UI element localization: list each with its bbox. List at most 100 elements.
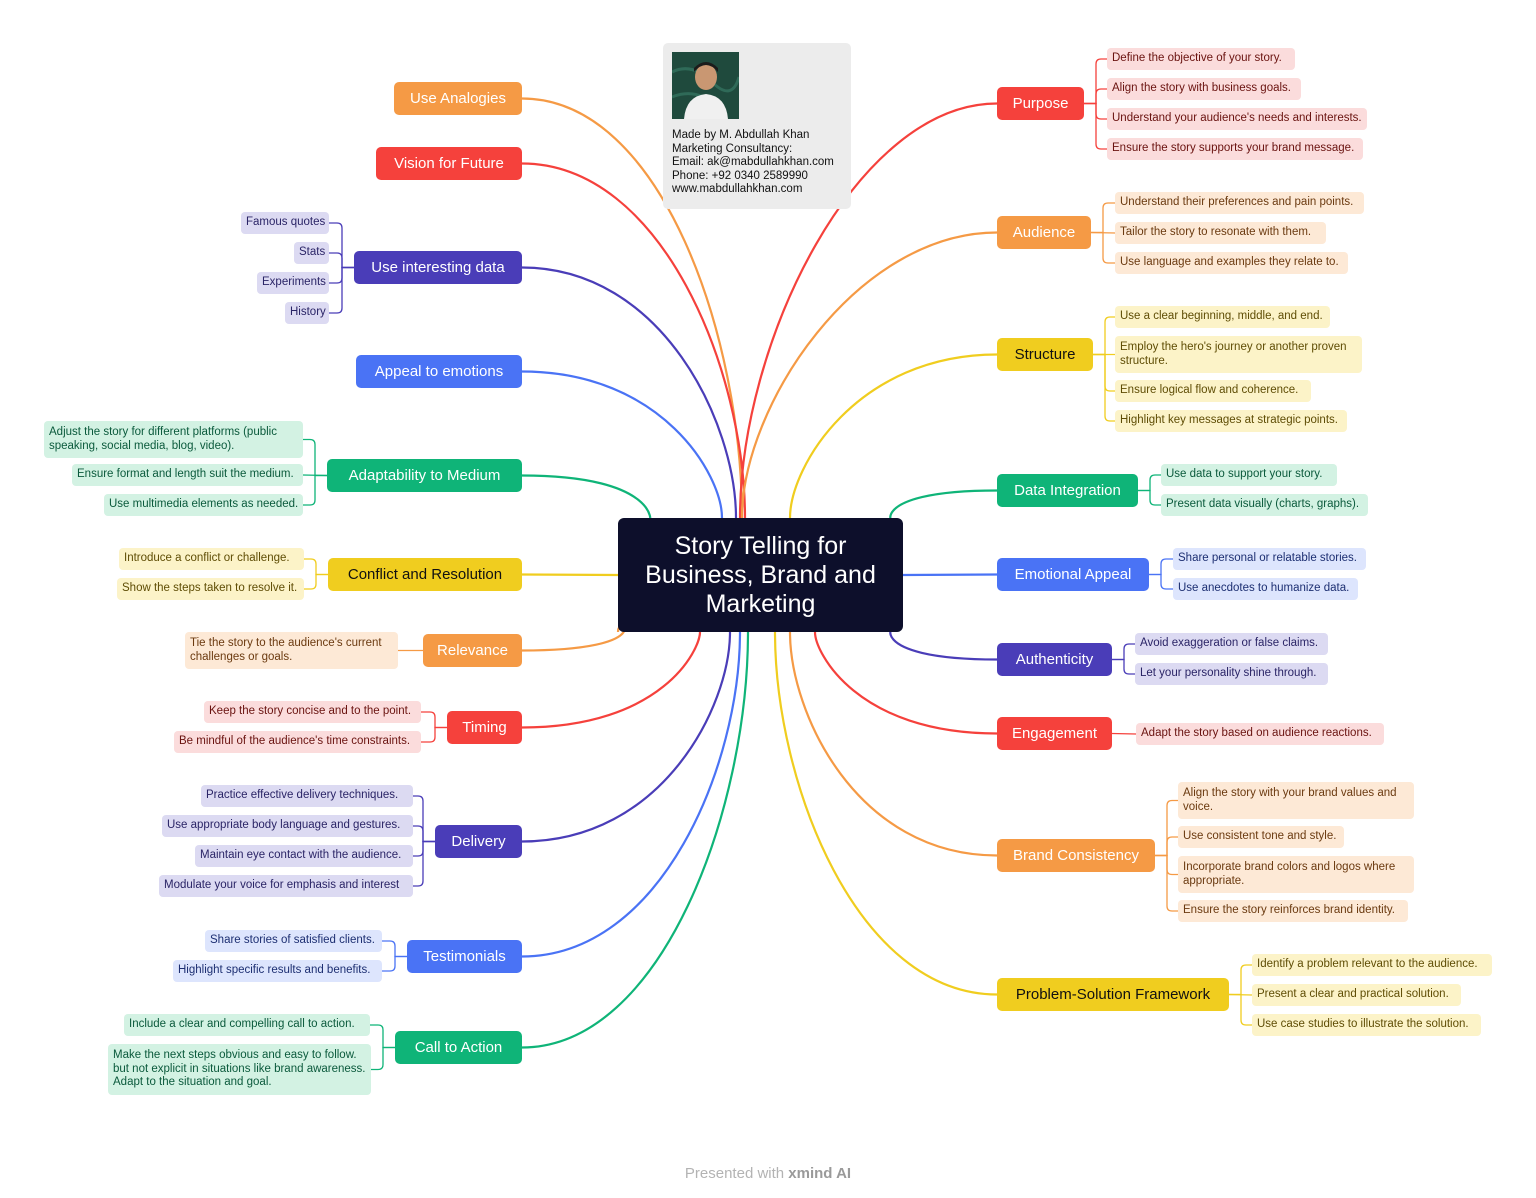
- branch-node[interactable]: Relevance: [423, 634, 522, 667]
- branch-connector: [788, 631, 998, 857]
- branch-connector: [521, 162, 747, 519]
- author-line: Email: ak@mabdullahkhan.com: [672, 156, 834, 168]
- leaf-node[interactable]: Use data to support your story.: [1161, 464, 1337, 486]
- leaf-connector: [421, 711, 447, 729]
- leaf-connector: [1111, 732, 1137, 735]
- branch-node[interactable]: Problem-Solution Framework: [997, 978, 1229, 1011]
- branch-node[interactable]: Purpose: [997, 87, 1084, 120]
- leaf-node[interactable]: Use appropriate body language and gestur…: [162, 815, 413, 837]
- leaf-node[interactable]: Let your personality shine through.: [1135, 663, 1328, 685]
- branch-node[interactable]: Audience: [997, 216, 1091, 249]
- leaf-node[interactable]: Use multimedia elements as needed.: [104, 494, 303, 516]
- leaf-connector: [1084, 102, 1107, 150]
- leaf-node[interactable]: Identify a problem relevant to the audie…: [1252, 954, 1492, 976]
- branch-node[interactable]: Authenticity: [997, 643, 1112, 676]
- branch-node[interactable]: Engagement: [997, 717, 1112, 750]
- leaf-node[interactable]: Employ the hero's journey or another pro…: [1115, 336, 1362, 373]
- leaf-connector: [413, 795, 435, 843]
- leaf-connector: [1112, 643, 1135, 661]
- branch-connector: [521, 624, 626, 652]
- central-topic[interactable]: Story Telling for Business, Brand and Ma…: [618, 518, 903, 632]
- branch-node[interactable]: Appeal to emotions: [356, 355, 522, 388]
- branch-node[interactable]: Testimonials: [407, 940, 522, 973]
- leaf-node[interactable]: Understand your audience's needs and int…: [1107, 108, 1367, 130]
- leaf-node[interactable]: Make the next steps obvious and easy to …: [108, 1044, 371, 1095]
- branch-node[interactable]: Call to Action: [395, 1031, 522, 1064]
- branch-connector: [521, 631, 702, 729]
- leaf-node[interactable]: History: [285, 302, 329, 324]
- leaf-node[interactable]: Use anecdotes to humanize data.: [1173, 578, 1358, 600]
- leaf-connector: [1084, 88, 1107, 105]
- leaf-node[interactable]: Experiments: [257, 272, 329, 294]
- leaf-connector: [371, 1046, 395, 1071]
- leaf-node[interactable]: Use case studies to illustrate the solut…: [1252, 1014, 1481, 1036]
- leaf-node[interactable]: Ensure logical flow and coherence.: [1115, 380, 1311, 402]
- branch-node[interactable]: Conflict and Resolution: [328, 558, 522, 591]
- leaf-connector: [1093, 353, 1115, 422]
- leaf-connector: [1149, 573, 1173, 590]
- leaf-node[interactable]: Use language and examples they relate to…: [1115, 252, 1348, 274]
- leaf-node[interactable]: Ensure the story reinforces brand identi…: [1178, 900, 1408, 922]
- leaf-node[interactable]: Use a clear beginning, middle, and end.: [1115, 306, 1330, 328]
- leaf-node[interactable]: Adjust the story for different platforms…: [44, 421, 303, 458]
- branch-connector: [521, 631, 742, 958]
- leaf-node[interactable]: Tailor the story to resonate with them.: [1115, 222, 1326, 244]
- leaf-node[interactable]: Understand their preferences and pain po…: [1115, 192, 1364, 214]
- leaf-connector: [1091, 231, 1115, 264]
- leaf-node[interactable]: Include a clear and compelling call to a…: [124, 1014, 370, 1036]
- leaf-node[interactable]: Stats: [294, 242, 329, 264]
- branch-node[interactable]: Vision for Future: [376, 147, 522, 180]
- branch-node[interactable]: Use interesting data: [354, 251, 522, 284]
- branch-node[interactable]: Emotional Appeal: [997, 558, 1149, 591]
- leaf-node[interactable]: Highlight key messages at strategic poin…: [1115, 410, 1347, 432]
- leaf-node[interactable]: Be mindful of the audience's time constr…: [174, 731, 421, 753]
- leaf-connector: [1084, 58, 1107, 105]
- branch-node[interactable]: Timing: [447, 711, 522, 744]
- leaf-connector: [304, 573, 328, 590]
- branch-connector: [521, 631, 732, 843]
- leaf-node[interactable]: Practice effective delivery techniques.: [201, 785, 413, 807]
- footer-prefix: Presented with: [684, 1165, 789, 1182]
- branch-node[interactable]: Adaptability to Medium: [327, 459, 522, 492]
- branch-connector: [738, 102, 998, 519]
- leaf-node[interactable]: Present a clear and practical solution.: [1252, 984, 1461, 1006]
- branch-node[interactable]: Data Integration: [997, 474, 1138, 507]
- leaf-node[interactable]: Maintain eye contact with the audience.: [195, 845, 413, 867]
- leaf-node[interactable]: Tie the story to the audience's current …: [185, 632, 398, 669]
- author-line: www.mabdullahkhan.com: [672, 183, 803, 195]
- leaf-node[interactable]: Define the objective of your story.: [1107, 48, 1295, 70]
- leaf-node[interactable]: Adapt the story based on audience reacti…: [1136, 723, 1384, 745]
- leaf-node[interactable]: Ensure format and length suit the medium…: [72, 464, 303, 486]
- branch-connector: [813, 631, 998, 735]
- leaf-node[interactable]: Highlight specific results and benefits.: [173, 960, 382, 982]
- leaf-connector: [1093, 316, 1115, 356]
- leaf-node[interactable]: Show the steps taken to resolve it.: [117, 578, 304, 600]
- leaf-node[interactable]: Ensure the story supports your brand mes…: [1107, 138, 1363, 160]
- leaf-node[interactable]: Align the story with business goals.: [1107, 78, 1301, 100]
- leaf-node[interactable]: Present data visually (charts, graphs).: [1161, 494, 1368, 516]
- leaf-node[interactable]: Share stories of satisfied clients.: [205, 930, 382, 952]
- leaf-connector: [1229, 964, 1252, 996]
- branch-node[interactable]: Brand Consistency: [997, 839, 1155, 872]
- branch-connector: [521, 266, 738, 519]
- author-photo: [672, 52, 739, 119]
- branch-node[interactable]: Structure: [997, 338, 1093, 371]
- leaf-connector: [1155, 836, 1178, 857]
- leaf-node[interactable]: Align the story with your brand values a…: [1178, 782, 1414, 819]
- leaf-node[interactable]: Avoid exaggeration or false claims.: [1135, 633, 1328, 655]
- branch-node[interactable]: Use Analogies: [394, 82, 522, 115]
- branch-node[interactable]: Delivery: [435, 825, 522, 858]
- leaf-node[interactable]: Introduce a conflict or challenge.: [119, 548, 304, 570]
- leaf-node[interactable]: Modulate your voice for emphasis and int…: [159, 875, 413, 897]
- leaf-node[interactable]: Famous quotes: [241, 212, 329, 234]
- leaf-node[interactable]: Share personal or relatable stories.: [1173, 548, 1366, 570]
- branch-connector: [521, 474, 652, 521]
- author-line: Marketing Consultancy:: [672, 142, 793, 155]
- leaf-connector: [329, 222, 354, 269]
- leaf-node[interactable]: Incorporate brand colors and logos where…: [1178, 856, 1414, 893]
- leaf-node[interactable]: Use consistent tone and style.: [1178, 826, 1344, 848]
- leaf-connector: [421, 726, 447, 743]
- leaf-node[interactable]: Keep the story concise and to the point.: [204, 701, 421, 723]
